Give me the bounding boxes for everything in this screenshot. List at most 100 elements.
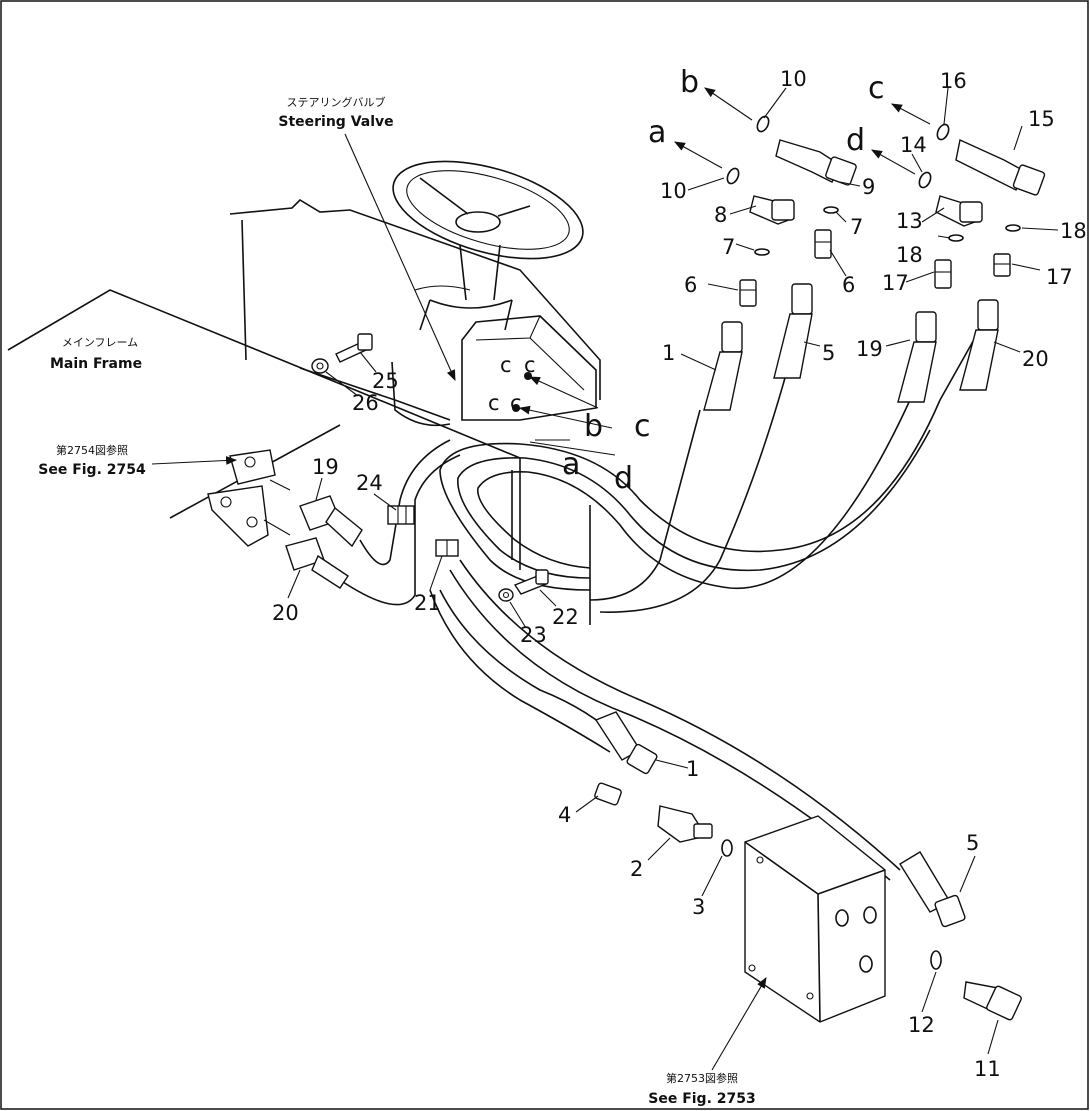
hose-end-20 xyxy=(959,299,999,391)
part-number-20-left: 20 xyxy=(272,601,299,625)
part-number-11: 11 xyxy=(974,1057,1001,1081)
part-number-6-left: 6 xyxy=(684,273,697,297)
svg-text:c: c xyxy=(524,353,536,377)
elbow-fitting-9 xyxy=(775,139,857,186)
fig-2753-label: See Fig. 2753 xyxy=(648,1091,756,1107)
part-number-7-right: 7 xyxy=(850,215,863,239)
part-number-6-right: 6 xyxy=(842,273,855,297)
part-number-21: 21 xyxy=(414,591,441,615)
bolt-22 xyxy=(513,569,549,595)
part-number-8: 8 xyxy=(714,203,727,227)
o-ring-18-b xyxy=(948,234,964,242)
elbow-fitting-15 xyxy=(955,138,1046,196)
part-number-1-top: 1 xyxy=(662,341,675,365)
fitting-19-left xyxy=(299,495,363,548)
part-number-3: 3 xyxy=(692,895,705,919)
bolt-25 xyxy=(335,333,373,363)
tee-fitting-2 xyxy=(657,805,713,843)
part-number-17-right: 17 xyxy=(1046,265,1073,289)
callout-fig-2753: 第2753図参照 See Fig. 2753 xyxy=(648,1071,756,1107)
part-number-23: 23 xyxy=(520,623,547,647)
steering-wheel xyxy=(392,160,584,331)
part-number-19-top: 19 xyxy=(856,337,883,361)
part-number-5-lower: 5 xyxy=(966,831,979,855)
o-ring-7 xyxy=(823,206,839,214)
letter-d: d xyxy=(846,123,865,158)
elbow-fitting-8 xyxy=(749,195,796,225)
letter-c: c xyxy=(868,71,885,106)
letter-c-valve: c xyxy=(634,409,651,444)
elbow-fitting-11 xyxy=(963,981,1022,1021)
part-number-26: 26 xyxy=(352,391,379,415)
fitting-20-left xyxy=(285,537,349,589)
clamp-21 xyxy=(435,539,459,557)
part-number-18-right: 18 xyxy=(1060,219,1087,243)
letter-b-valve: b xyxy=(584,409,603,444)
valve-block xyxy=(744,815,886,1023)
steering-valve-label-jp: ステアリングバルブ xyxy=(287,95,386,109)
callout-fig-2754: 第2754図参照 See Fig. 2754 xyxy=(38,443,146,478)
bracket-left xyxy=(207,449,291,547)
letter-a-valve: a xyxy=(562,447,580,482)
part-number-14: 14 xyxy=(900,133,927,157)
fig-2754-label: See Fig. 2754 xyxy=(38,462,146,478)
hose-end-5 xyxy=(773,283,813,379)
part-numbers: 10 10 16 15 14 9 8 13 7 7 18 18 6 6 17 1… xyxy=(272,67,1087,1081)
part-number-18-left: 18 xyxy=(896,243,923,267)
connector-17-left xyxy=(934,259,952,289)
o-ring-16 xyxy=(936,123,950,141)
part-number-5-top: 5 xyxy=(822,341,835,365)
part-number-25: 25 xyxy=(372,369,399,393)
clamp-24 xyxy=(387,505,415,525)
part-number-4: 4 xyxy=(558,803,571,827)
letter-b: b xyxy=(680,65,699,100)
svg-text:c: c xyxy=(500,353,512,377)
washer-23 xyxy=(498,588,514,602)
part-number-22: 22 xyxy=(552,605,579,629)
o-ring-18 xyxy=(1005,224,1021,232)
o-ring-10 xyxy=(726,167,740,185)
steering-valve-block: c c c c xyxy=(461,315,597,421)
part-number-10-top: 10 xyxy=(780,67,807,91)
part-number-13: 13 xyxy=(896,209,923,233)
hose-end-1 xyxy=(703,321,743,411)
svg-text:c: c xyxy=(510,391,522,415)
leader-lines xyxy=(151,87,1059,1071)
part-number-15: 15 xyxy=(1028,107,1055,131)
part-number-16: 16 xyxy=(940,69,967,93)
hose-end-19 xyxy=(897,311,937,403)
connection-letters: b a c d b c a d xyxy=(562,65,885,496)
callout-main-frame: メインフレーム Main Frame xyxy=(50,336,142,372)
connector-6-right xyxy=(814,229,832,259)
callout-steering-valve: ステアリングバルブ Steering Valve xyxy=(278,95,393,130)
part-number-2: 2 xyxy=(630,857,643,881)
main-frame-label-jp: メインフレーム xyxy=(62,336,138,349)
o-ring-3 xyxy=(721,839,733,857)
part-number-12: 12 xyxy=(908,1013,935,1037)
svg-text:c: c xyxy=(488,391,500,415)
part-number-24: 24 xyxy=(356,471,383,495)
o-ring-12 xyxy=(930,950,942,970)
hose-end-1-lower xyxy=(594,711,658,775)
fig-2754-label-jp: 第2754図参照 xyxy=(56,443,128,457)
fig-2753-label-jp: 第2753図参照 xyxy=(666,1071,738,1085)
part-number-9: 9 xyxy=(862,175,875,199)
connector-17-right xyxy=(993,253,1011,277)
o-ring-7-b xyxy=(754,248,770,256)
main-frame-label: Main Frame xyxy=(50,356,142,372)
part-number-19-left: 19 xyxy=(312,455,339,479)
o-ring-10-top xyxy=(756,115,770,133)
connector-4 xyxy=(594,782,622,806)
washer-26 xyxy=(311,358,329,374)
steering-valve-label: Steering Valve xyxy=(278,114,393,130)
elbow-fitting-13 xyxy=(935,195,983,227)
console-panel xyxy=(229,198,601,427)
part-number-17-left: 17 xyxy=(882,271,909,295)
letter-d-valve: d xyxy=(614,461,633,496)
part-number-7-left: 7 xyxy=(722,235,735,259)
hose-end-5-lower xyxy=(899,851,966,928)
part-number-10: 10 xyxy=(660,179,687,203)
o-ring-14 xyxy=(918,171,932,189)
